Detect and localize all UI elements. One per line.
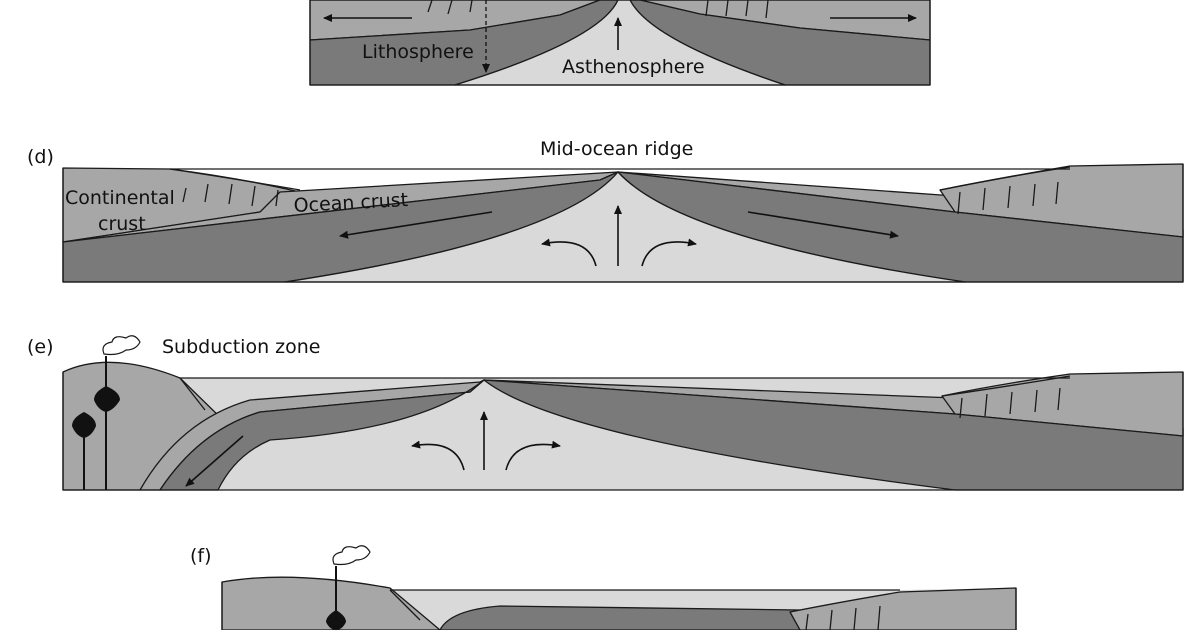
panel-e-left-convection-arrow (411, 440, 465, 471)
panel-e-magma-chamber-2 (72, 412, 96, 438)
lithosphere-label: Lithosphere (362, 41, 474, 63)
panel-d-shelf-lines (169, 166, 1071, 191)
panel-d-frame (62, 164, 1184, 283)
panel-d-asthenosphere (284, 171, 966, 283)
panel-f-tag: (f) (190, 545, 212, 567)
panel-d-tag: (d) (27, 146, 54, 168)
panel-d-right-convection-arrow (641, 238, 697, 267)
panel-f-shelf-line (389, 589, 421, 621)
panel-c-asthenosphere (454, 0, 786, 86)
panel-c-frame (309, 0, 931, 86)
panel-d-left-arrow (339, 211, 493, 239)
panel-e-subduction: (e) Subduction zone (27, 335, 1184, 491)
panel-d-ocean-basin: (d) Mid-ocean ridge Continental (27, 138, 1184, 283)
panel-f-eruption-cloud-icon (332, 545, 371, 566)
panel-e-subducting-lithosphere (159, 379, 485, 491)
panel-c-faults (427, 0, 769, 19)
panel-e-eruption-cloud-icon (102, 335, 141, 356)
panel-e-right-convection-arrow (505, 440, 561, 471)
subduction-zone-label: Subduction zone (162, 336, 320, 358)
panel-d-right-arrow (747, 211, 899, 239)
panel-d-ocean (170, 165, 1070, 169)
continental-crust-label-line1: Continental (65, 187, 175, 209)
panel-d-right-faults (957, 181, 1059, 215)
panel-e-magma-chamber-1 (94, 386, 120, 412)
panel-e-right-faults (959, 387, 1061, 419)
continental-crust-label-line2: crust (98, 213, 146, 235)
panel-c-rift: Lithosphere Asthenosphere (309, 0, 931, 86)
panel-e-tag: (e) (27, 336, 54, 358)
panel-f-ocean-lithosphere (439, 605, 801, 630)
panel-f-closing-ocean: (f) (190, 545, 1017, 630)
panel-f-magma-chamber (326, 610, 346, 630)
asthenosphere-label: Asthenosphere (562, 56, 705, 78)
panel-f-frame (221, 582, 1017, 630)
mid-ocean-ridge-label: Mid-ocean ridge (540, 138, 693, 160)
panel-f-right-faults (805, 605, 881, 630)
panel-e-shelf-lines (179, 375, 1071, 411)
panel-d-left-convection-arrow (541, 238, 597, 267)
panel-f-left-continent (221, 576, 441, 630)
panel-e-subduction-arrow (185, 435, 244, 487)
panel-e-frame (62, 372, 1184, 491)
panel-d-left-faults (182, 183, 279, 207)
